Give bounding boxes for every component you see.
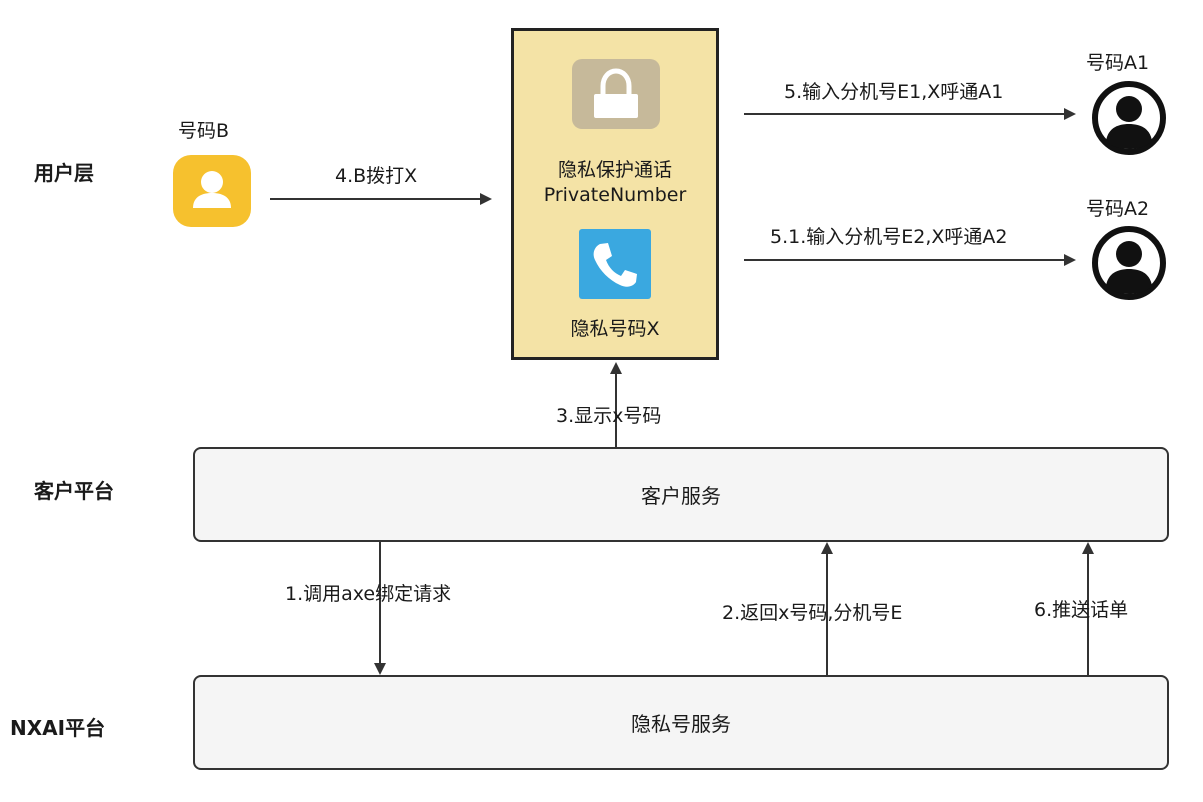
step6-label: 6.推送话单: [1034, 599, 1129, 621]
number-b-label: 号码B: [178, 120, 230, 142]
phone-icon: [579, 229, 651, 299]
client-service-box: 客户服务: [193, 447, 1169, 542]
step4-label: 4.B拨打X: [335, 165, 418, 187]
user-layer-label: 用户层: [34, 161, 94, 185]
number-a1-label: 号码A1: [1086, 52, 1150, 74]
step5-1-label: 5.1.输入分机号E2,X呼通A2: [770, 226, 1008, 248]
step5-label: 5.输入分机号E1,X呼通A1: [784, 81, 1004, 103]
nxai-platform-label: NXAI平台: [10, 716, 106, 740]
client-service-label: 客户服务: [641, 484, 721, 508]
number-a2-label: 号码A2: [1086, 198, 1150, 220]
step2-label: 2.返回x号码,分机号E: [722, 602, 903, 624]
privacy-service-box: 隐私号服务: [193, 675, 1169, 770]
privacy-subtitle: PrivateNumber: [543, 184, 687, 206]
privacy-title: 隐私保护通话: [557, 159, 672, 181]
user-a2-icon: [1089, 226, 1169, 300]
user-a1-icon: [1089, 81, 1169, 155]
privacy-service-label: 隐私号服务: [631, 712, 731, 736]
privacy-number-label: 隐私号码X: [570, 318, 660, 340]
contact-icon: [172, 154, 252, 228]
step3-label: 3.显示x号码: [556, 405, 662, 427]
step1-label: 1.调用axe绑定请求: [285, 583, 452, 605]
lock-icon: [572, 59, 660, 129]
client-platform-label: 客户平台: [34, 479, 114, 503]
